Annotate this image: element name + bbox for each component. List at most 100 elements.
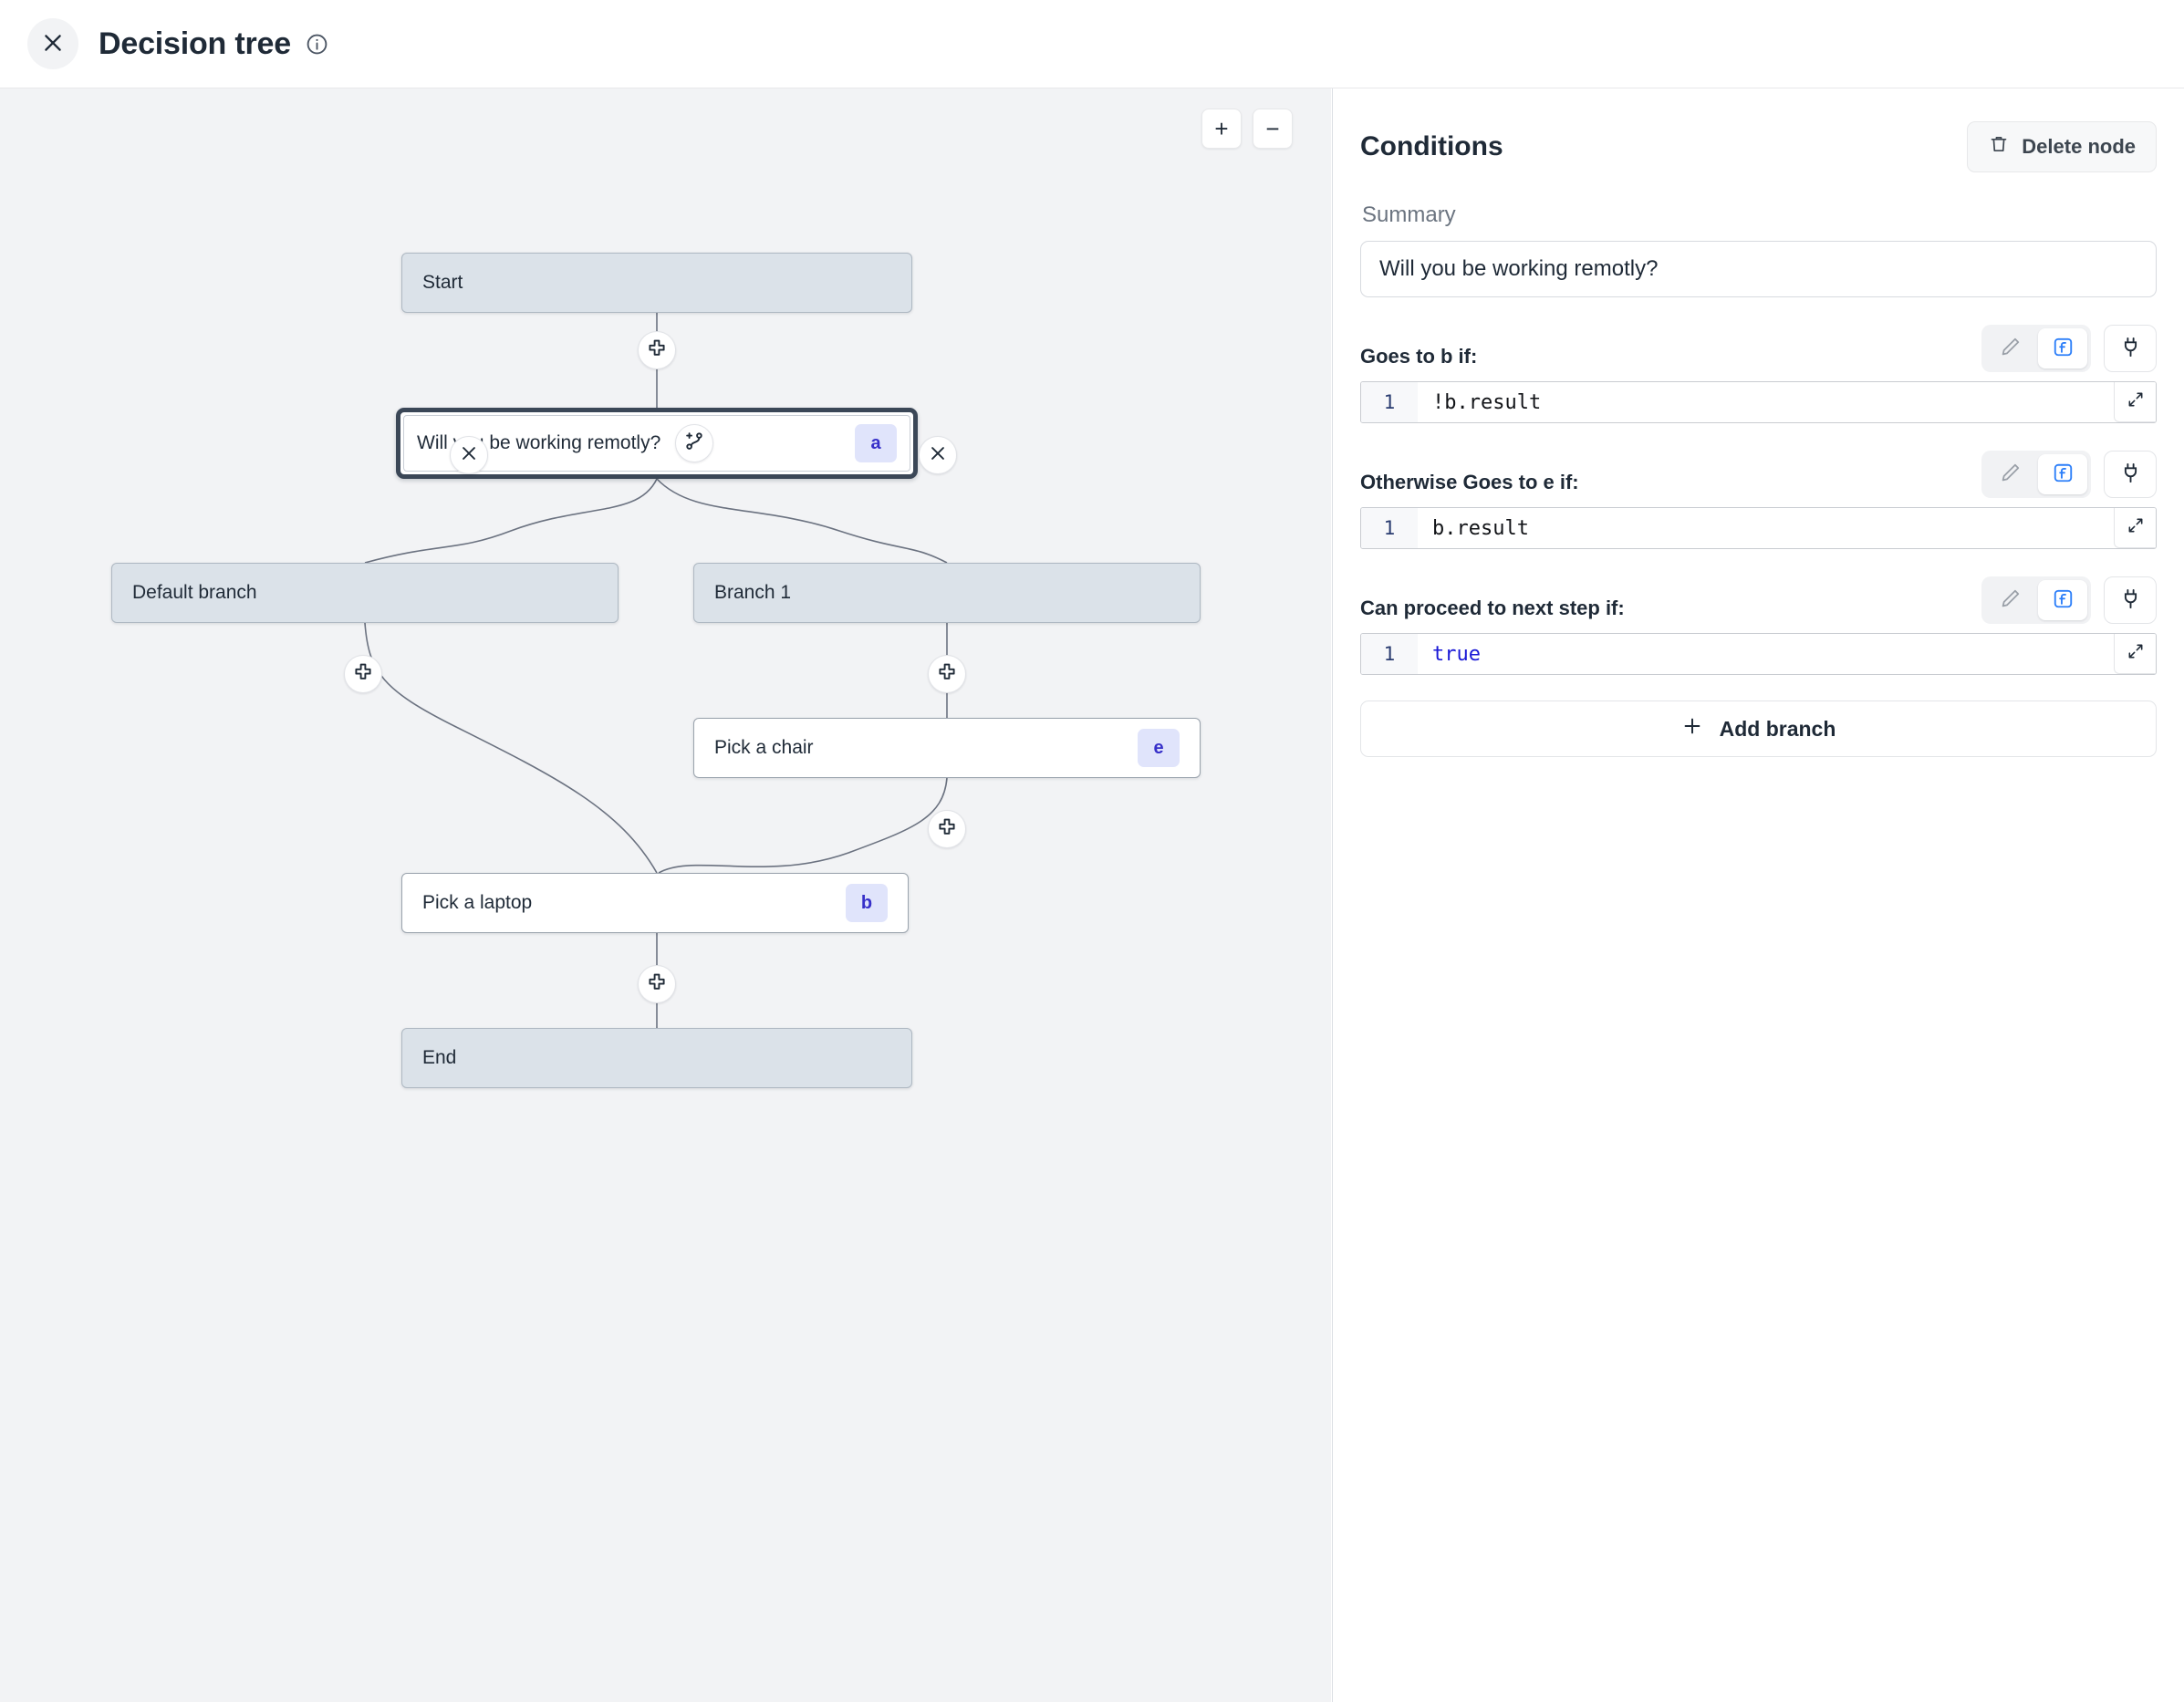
condition-block-otherwise-goes-to-e: Otherwise Goes to e if: (1360, 451, 2157, 549)
function-icon-button[interactable] (2038, 328, 2087, 368)
node-badge: e (1138, 729, 1180, 767)
condition-block-can-proceed: Can proceed to next step if: (1360, 576, 2157, 675)
conditions-panel: Conditions Delete node Summary Goes to b… (1332, 88, 2184, 1702)
code-editor[interactable]: 1 true (1360, 633, 2157, 675)
plug-icon (2119, 587, 2142, 613)
add-step-handle-default-branch[interactable] (344, 655, 382, 693)
flow-graph: Start Will you be working remotly? a Def… (0, 88, 1331, 1702)
pencil-icon-button[interactable] (1985, 580, 2034, 620)
expand-icon (2127, 642, 2145, 665)
add-branch-label: Add branch (1719, 716, 1836, 741)
code-text: !b.result (1432, 390, 1542, 414)
summary-label: Summary (1362, 202, 1456, 227)
code-text: true (1432, 642, 1481, 666)
function-icon (2052, 336, 2075, 361)
top-bar: Decision tree (0, 0, 2184, 88)
add-step-handle-start[interactable] (638, 331, 676, 369)
panel-header: Conditions Delete node (1360, 121, 2157, 172)
pencil-icon-button[interactable] (1985, 454, 2034, 494)
function-icon (2052, 462, 2075, 487)
condition-block-goes-to-b: Goes to b if: (1360, 325, 2157, 423)
add-step-handle-pick-a-laptop[interactable] (638, 965, 676, 1003)
plus-icon (646, 337, 668, 364)
connect-icon-button[interactable] (2104, 451, 2157, 498)
add-branch-handle[interactable] (675, 424, 713, 462)
editor-mode-toggle (1981, 576, 2091, 624)
node-label: Branch 1 (714, 582, 792, 603)
function-icon-button[interactable] (2038, 454, 2087, 494)
expand-icon (2127, 516, 2145, 539)
delete-branch-handle-default[interactable] (450, 436, 488, 474)
minus-icon: − (1265, 115, 1280, 142)
plus-icon (646, 971, 668, 998)
flow-node-end[interactable]: End (401, 1028, 912, 1088)
editor-mode-toggle (1981, 451, 2091, 498)
code-text: b.result (1432, 516, 1529, 540)
flow-canvas[interactable]: + − S (0, 88, 1331, 1702)
delete-node-label: Delete node (2022, 135, 2136, 158)
node-label: Pick a chair (714, 737, 814, 758)
zoom-in-button[interactable]: + (1201, 109, 1242, 149)
panel-title: Conditions (1360, 131, 1503, 161)
expand-editor-button[interactable] (2114, 382, 2156, 422)
plus-icon: + (1214, 115, 1229, 142)
plus-icon (1681, 715, 1703, 742)
condition-toolbar (1981, 451, 2157, 498)
flow-node-start[interactable]: Start (401, 253, 912, 313)
flow-edges (364, 313, 948, 1028)
line-number: 1 (1361, 508, 1418, 548)
page-title: Decision tree (99, 26, 291, 61)
delete-branch-handle-branch-1[interactable] (919, 436, 957, 474)
pencil-icon (1999, 587, 2022, 613)
connect-icon-button[interactable] (2104, 325, 2157, 372)
code-editor[interactable]: 1 !b.result (1360, 381, 2157, 423)
node-label: Default branch (132, 582, 257, 603)
plus-icon (936, 816, 958, 843)
function-icon-button[interactable] (2038, 580, 2087, 620)
code-editor[interactable]: 1 b.result (1360, 507, 2157, 549)
node-badge: b (846, 884, 888, 922)
expand-editor-button[interactable] (2114, 634, 2156, 674)
zoom-controls: + − (1201, 109, 1293, 149)
pencil-icon (1999, 462, 2022, 487)
expand-editor-button[interactable] (2114, 508, 2156, 548)
flow-node-pick-a-chair[interactable]: Pick a chair e (693, 718, 1201, 778)
node-label: Start (422, 272, 463, 293)
plus-icon (352, 661, 374, 688)
summary-input[interactable] (1360, 241, 2157, 297)
node-label: Pick a laptop (422, 892, 533, 913)
plug-icon (2119, 462, 2142, 487)
condition-toolbar (1981, 576, 2157, 624)
node-label: End (422, 1047, 457, 1068)
pencil-icon-button[interactable] (1985, 328, 2034, 368)
line-number: 1 (1361, 634, 1418, 674)
add-step-handle-pick-a-chair[interactable] (928, 810, 966, 848)
branch-plus-icon (683, 431, 705, 457)
editor-mode-toggle (1981, 325, 2091, 372)
condition-toolbar (1981, 325, 2157, 372)
trash-icon (1988, 133, 2010, 161)
close-button[interactable] (27, 18, 78, 69)
function-icon (2052, 587, 2075, 613)
pencil-icon (1999, 336, 2022, 361)
flow-node-branch-1[interactable]: Branch 1 (693, 563, 1201, 623)
add-branch-button[interactable]: Add branch (1360, 701, 2157, 757)
line-number: 1 (1361, 382, 1418, 422)
add-step-handle-branch-1[interactable] (928, 655, 966, 693)
condition-title: Can proceed to next step if: (1360, 597, 1625, 619)
close-icon (928, 443, 948, 468)
node-badge: a (855, 424, 897, 462)
connect-icon-button[interactable] (2104, 576, 2157, 624)
info-icon[interactable] (306, 33, 328, 56)
condition-title: Otherwise Goes to e if: (1360, 471, 1579, 493)
expand-icon (2127, 390, 2145, 413)
close-icon (459, 443, 479, 468)
plug-icon (2119, 336, 2142, 361)
flow-node-default-branch[interactable]: Default branch (111, 563, 619, 623)
zoom-out-button[interactable]: − (1253, 109, 1293, 149)
condition-title: Goes to b if: (1360, 345, 1478, 368)
flow-node-pick-a-laptop[interactable]: Pick a laptop b (401, 873, 909, 933)
close-icon (41, 31, 65, 57)
delete-node-button[interactable]: Delete node (1967, 121, 2157, 172)
plus-icon (936, 661, 958, 688)
